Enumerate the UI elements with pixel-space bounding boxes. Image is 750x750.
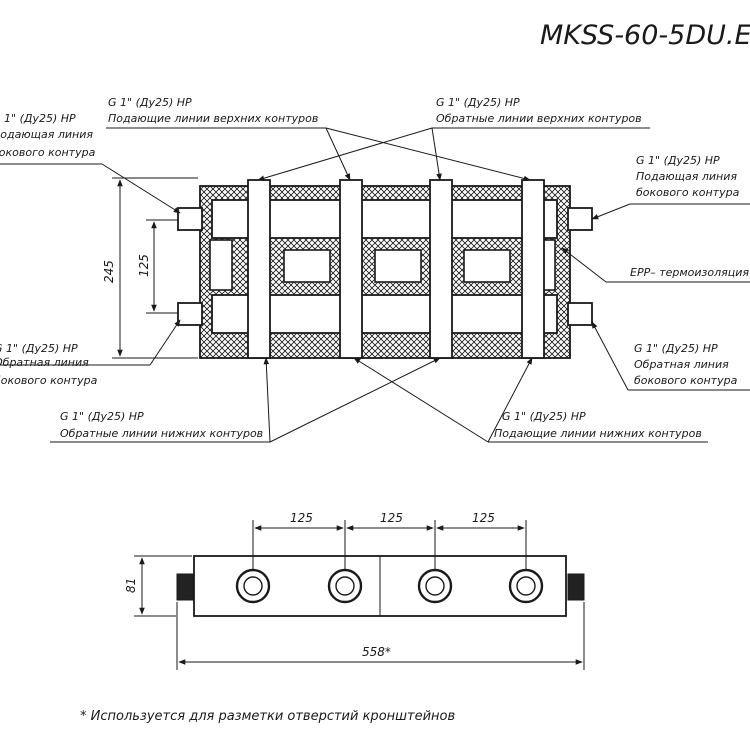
end-cap-left bbox=[176, 573, 194, 601]
dim-pipe-spacing: 125 bbox=[137, 254, 151, 277]
dim-bottom-height: 81 bbox=[124, 578, 138, 593]
label-bottom-supply-spec: G 1" (Ду25) НР bbox=[502, 410, 586, 423]
side-fitting-left-bottom bbox=[177, 302, 203, 326]
nozzle-2 bbox=[339, 179, 363, 359]
port-1 bbox=[235, 568, 271, 604]
cutout-3 bbox=[463, 249, 511, 283]
nozzle-4 bbox=[521, 179, 545, 359]
dim-overall-length: 558* bbox=[362, 645, 391, 659]
top-view: 245 125 bbox=[102, 177, 593, 359]
cutout-2 bbox=[374, 249, 422, 283]
nozzle-1 bbox=[247, 179, 271, 359]
dim-height-total: 245 bbox=[102, 260, 116, 283]
dim-pitch-1: 125 bbox=[290, 511, 313, 525]
leaders bbox=[0, 127, 750, 443]
side-fitting-left-top bbox=[177, 207, 203, 231]
label-left-supply-desc1: Подающая линия bbox=[0, 128, 93, 141]
label-right-supply-spec: G 1" (Ду25) НР bbox=[636, 154, 720, 167]
port-2 bbox=[327, 568, 363, 604]
label-top-return-desc: Обратные линии верхних контуров bbox=[436, 112, 642, 125]
end-cap-right bbox=[567, 573, 585, 601]
label-right-supply-desc1: Подающая линия bbox=[636, 170, 737, 183]
label-right-return-desc1: Обратная линия bbox=[634, 358, 729, 371]
port-4 bbox=[508, 568, 544, 604]
dim-pitch-3: 125 bbox=[472, 511, 495, 525]
label-bottom-return-desc: Обратные линии нижних контуров bbox=[60, 427, 263, 440]
label-left-return-spec: G 1" (Ду25) НР bbox=[0, 342, 78, 355]
label-bottom-supply-desc: Подающие линии нижних контуров bbox=[494, 427, 702, 440]
side-fitting-right-top bbox=[567, 207, 593, 231]
label-insulation: EPP– термоизоляция bbox=[630, 266, 749, 279]
bottom-view: 125 125 125 81 558* bbox=[124, 511, 585, 670]
label-top-supply-desc: Подающие линии верхних контуров bbox=[108, 112, 318, 125]
label-top-return-spec: G 1" (Ду25) НР bbox=[436, 96, 520, 109]
footnote: * Используется для разметки отверстий кр… bbox=[80, 709, 455, 724]
label-right-supply-desc2: бокового контура bbox=[636, 186, 740, 199]
label-left-supply-desc2: бокового контура bbox=[0, 146, 96, 159]
labels: G 1" (Ду25) НР Подающие линии верхних ко… bbox=[0, 96, 749, 440]
cutout-1 bbox=[283, 249, 331, 283]
label-right-return-desc2: бокового контура bbox=[634, 374, 738, 387]
drawing-title: MKSS-60-5DU.EP bbox=[540, 20, 750, 51]
label-top-supply-spec: G 1" (Ду25) НР bbox=[108, 96, 192, 109]
label-right-return-spec: G 1" (Ду25) НР bbox=[634, 342, 718, 355]
side-fitting-right-bottom bbox=[567, 302, 593, 326]
dim-pitch-2: 125 bbox=[380, 511, 403, 525]
port-3 bbox=[417, 568, 453, 604]
cutout-left bbox=[209, 239, 233, 291]
nozzle-3 bbox=[429, 179, 453, 359]
label-bottom-return-spec: G 1" (Ду25) НР bbox=[60, 410, 144, 423]
label-left-return-desc1: Обратная линия bbox=[0, 356, 89, 369]
label-left-supply-spec: G 1" (Ду25) НР bbox=[0, 112, 76, 125]
label-left-return-desc2: бокового контура bbox=[0, 374, 98, 387]
